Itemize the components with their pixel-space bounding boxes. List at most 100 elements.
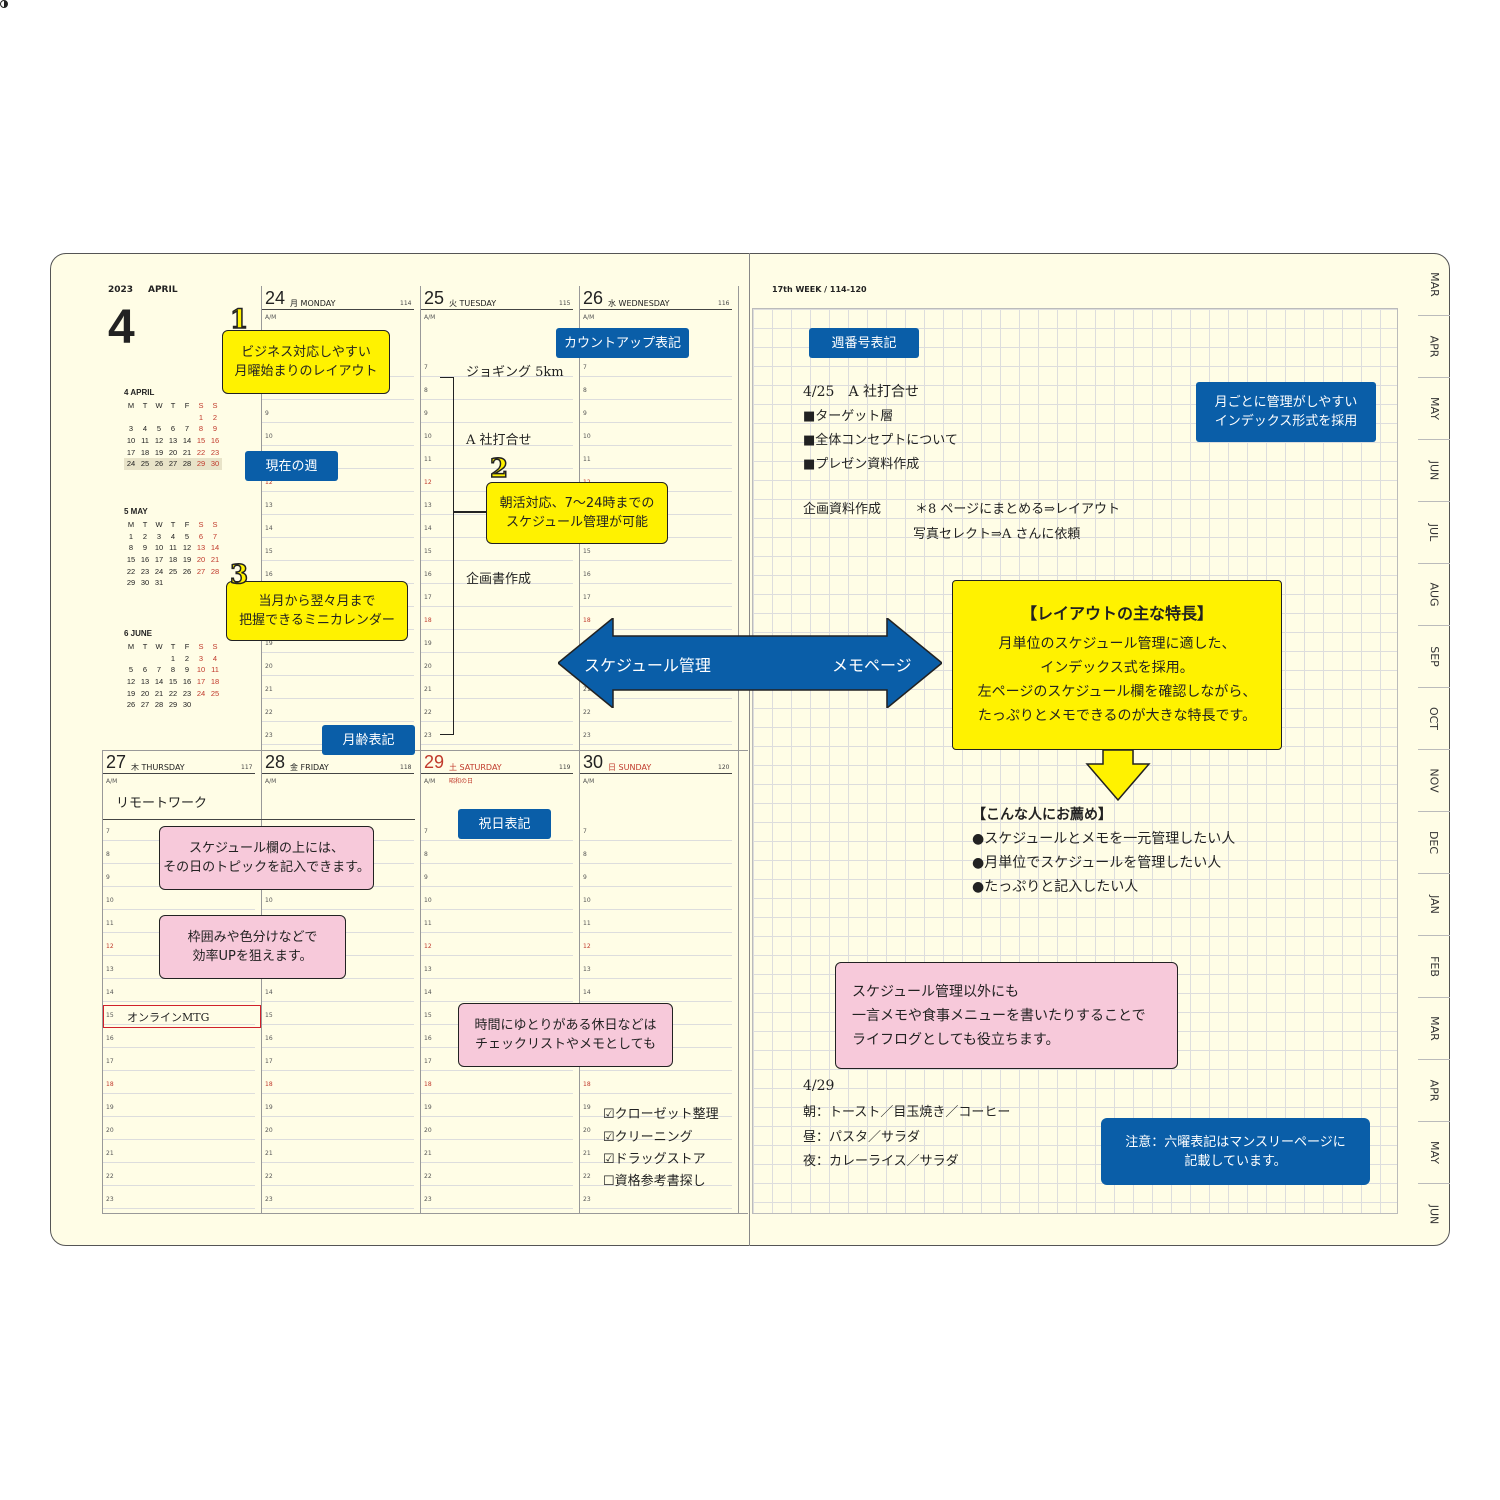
hour-label: 10 — [106, 897, 114, 904]
mini-calendar-cell: 14 — [182, 436, 192, 446]
month-tab-label: APR — [1427, 335, 1441, 358]
month-tab[interactable]: APR — [1418, 1059, 1450, 1121]
hour-line — [580, 1162, 732, 1163]
mini-calendar-cell: 28 — [182, 459, 192, 469]
month-tab-label: OCT — [1427, 706, 1441, 731]
month-tab[interactable]: FEB — [1418, 935, 1450, 997]
hour-line — [262, 721, 414, 722]
month-tab[interactable]: JAN — [1418, 873, 1450, 935]
mini-calendar-cell: 15 — [168, 677, 178, 687]
hour-line — [262, 909, 414, 910]
hour-label: 11 — [106, 920, 114, 927]
hour-label: 21 — [265, 686, 273, 693]
mini-calendar-cell: 2 — [212, 412, 218, 422]
hour-line — [421, 445, 573, 446]
hour-line — [103, 1024, 255, 1025]
feature-line: 月単位のスケジュール管理に適した、 — [998, 636, 1236, 652]
month-tab[interactable]: MAY — [1418, 1121, 1450, 1183]
hour-line — [580, 1139, 732, 1140]
am-label: A/M — [265, 778, 277, 785]
hour-line — [580, 583, 732, 584]
hour-label: 12 — [583, 943, 591, 950]
hour-line — [103, 909, 255, 910]
mini-calendar-cell: 7 — [184, 424, 190, 434]
mini-calendar-cell: S — [212, 401, 218, 411]
month-tab[interactable]: APR — [1418, 315, 1450, 377]
mini-calendar-cell: 12 — [182, 543, 192, 553]
callout-lifelog: スケジュール管理以外にも一言メモや食事メニューを書いたりすることでライフログとし… — [835, 962, 1178, 1069]
callout-text: 朝活対応、7～24時までの — [499, 496, 655, 511]
day-count: 114 — [400, 300, 412, 307]
mini-calendar-cell: 7 — [212, 531, 218, 541]
hour-line — [262, 1024, 414, 1025]
mini-calendar-cell: 20 — [196, 555, 206, 565]
mini-calendar-cell: 19 — [154, 447, 164, 457]
mini-calendar-cell: 24 — [126, 459, 136, 469]
hour-label: 18 — [424, 617, 432, 624]
hour-line — [103, 1070, 255, 1071]
hour-line — [580, 863, 732, 864]
month-tab-label: FEB — [1427, 956, 1441, 977]
mini-calendar-cell: 6 — [142, 665, 148, 675]
mini-calendar-cell: 21 — [182, 447, 192, 457]
hour-label: 10 — [424, 433, 432, 440]
mini-calendar-cell: 8 — [170, 665, 176, 675]
mini-calendar-cell: 27 — [140, 700, 150, 710]
callout-text: 注意：六曜表記はマンスリーページに — [1125, 1134, 1346, 1150]
callout-text: スケジュール管理以外にも — [852, 983, 1020, 1000]
month-tab[interactable]: JUN — [1418, 1183, 1450, 1245]
entry-a-meeting: A 社打合せ — [466, 433, 532, 448]
hour-line — [580, 1116, 732, 1117]
hour-line — [103, 1208, 255, 1209]
day-name: 水 WEDNESDAY — [608, 299, 670, 308]
callout-holiday-use: 時間にゆとりがある休日などはチェックリストやメモとしても — [458, 1003, 673, 1067]
month-tab[interactable]: SEP — [1418, 625, 1450, 687]
hour-label: 11 — [583, 920, 591, 927]
month-tab[interactable]: MAR — [1418, 997, 1450, 1059]
hour-line — [580, 1070, 732, 1071]
hour-line — [421, 909, 573, 910]
hour-label: 19 — [583, 1104, 591, 1111]
hour-label: 15 — [424, 1012, 432, 1019]
mini-calendar-cell: T — [142, 520, 148, 530]
hour-label: 18 — [583, 1081, 591, 1088]
month-tab[interactable]: MAY — [1418, 377, 1450, 439]
month-tab[interactable]: JUN — [1418, 439, 1450, 501]
month-tab[interactable]: OCT — [1418, 687, 1450, 749]
day-number: 26 — [583, 288, 604, 308]
month-tab[interactable]: DEC — [1418, 811, 1450, 873]
month-tab[interactable]: JUL — [1418, 501, 1450, 563]
day-count: 120 — [718, 764, 730, 771]
callout-text: ライフログとしても役立ちます。 — [852, 1031, 1060, 1048]
down-arrow — [1085, 750, 1151, 802]
hour-line — [580, 1001, 732, 1002]
mini-calendar-cell: 22 — [196, 447, 206, 457]
hour-line — [421, 955, 573, 956]
hour-label: 9 — [265, 410, 269, 417]
mini-calendar-cell: 11 — [211, 665, 219, 675]
day-name: 木 THURSDAY — [131, 763, 185, 772]
hour-line — [580, 886, 732, 887]
memo-line: ■ターゲット層 — [803, 409, 894, 424]
month-tab[interactable]: NOV — [1418, 749, 1450, 811]
hour-line — [103, 1139, 255, 1140]
hour-label: 18 — [424, 1081, 432, 1088]
feature-number: 1 — [229, 304, 249, 336]
hour-line — [262, 560, 414, 561]
hour-label: 7 — [106, 828, 110, 835]
hour-label: 16 — [424, 571, 432, 578]
mini-calendar-cell: 6 — [170, 424, 176, 434]
day-name: 日 SUNDAY — [608, 763, 652, 772]
hour-line — [262, 399, 414, 400]
hour-line — [421, 1116, 573, 1117]
month-tab[interactable]: AUG — [1418, 563, 1450, 625]
mini-calendar-cell: W — [155, 520, 163, 530]
feature-line: インデックス式を採用。 — [1040, 660, 1194, 676]
mini-calendar-cell — [152, 653, 166, 665]
month-tab[interactable]: MAR — [1418, 253, 1450, 315]
column-divider — [579, 750, 580, 1214]
